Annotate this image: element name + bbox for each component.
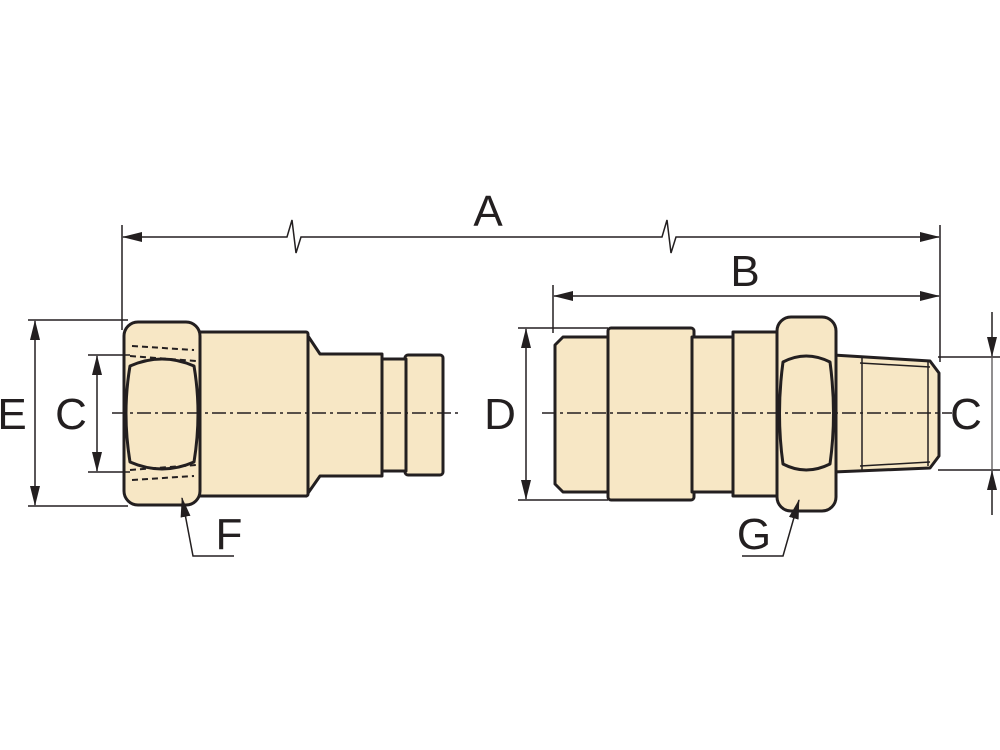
- right-nipple-end: [553, 335, 612, 494]
- leader-f: [180, 497, 234, 557]
- dimension-a-line: [122, 219, 940, 254]
- leader-g: [742, 499, 800, 557]
- left-coupler-tip: [403, 353, 445, 477]
- label-d: D: [484, 390, 516, 439]
- label-f: F: [216, 510, 243, 559]
- right-thread-hatching: [859, 358, 931, 470]
- left-coupler-body: [194, 330, 310, 498]
- right-nipple-shaft: [690, 335, 736, 494]
- label-a: A: [473, 187, 503, 236]
- dimension-lines: [30, 219, 997, 515]
- right-nipple-collar: [606, 326, 696, 502]
- left-coupler-groove: [380, 357, 408, 473]
- label-g: G: [737, 510, 771, 559]
- left-hex-face: [124, 357, 200, 471]
- right-nipple: [553, 315, 941, 513]
- right-nipple-ring: [731, 330, 781, 498]
- label-e: E: [0, 390, 27, 439]
- right-hex-face: [778, 354, 835, 472]
- label-c-left: C: [55, 390, 87, 439]
- extension-lines: [28, 225, 1000, 507]
- left-thread-lines: [129, 345, 197, 481]
- label-b: B: [730, 247, 759, 296]
- leader-lines: [180, 497, 800, 557]
- left-coupler-stem: [304, 331, 384, 498]
- label-c-right: C: [950, 390, 982, 439]
